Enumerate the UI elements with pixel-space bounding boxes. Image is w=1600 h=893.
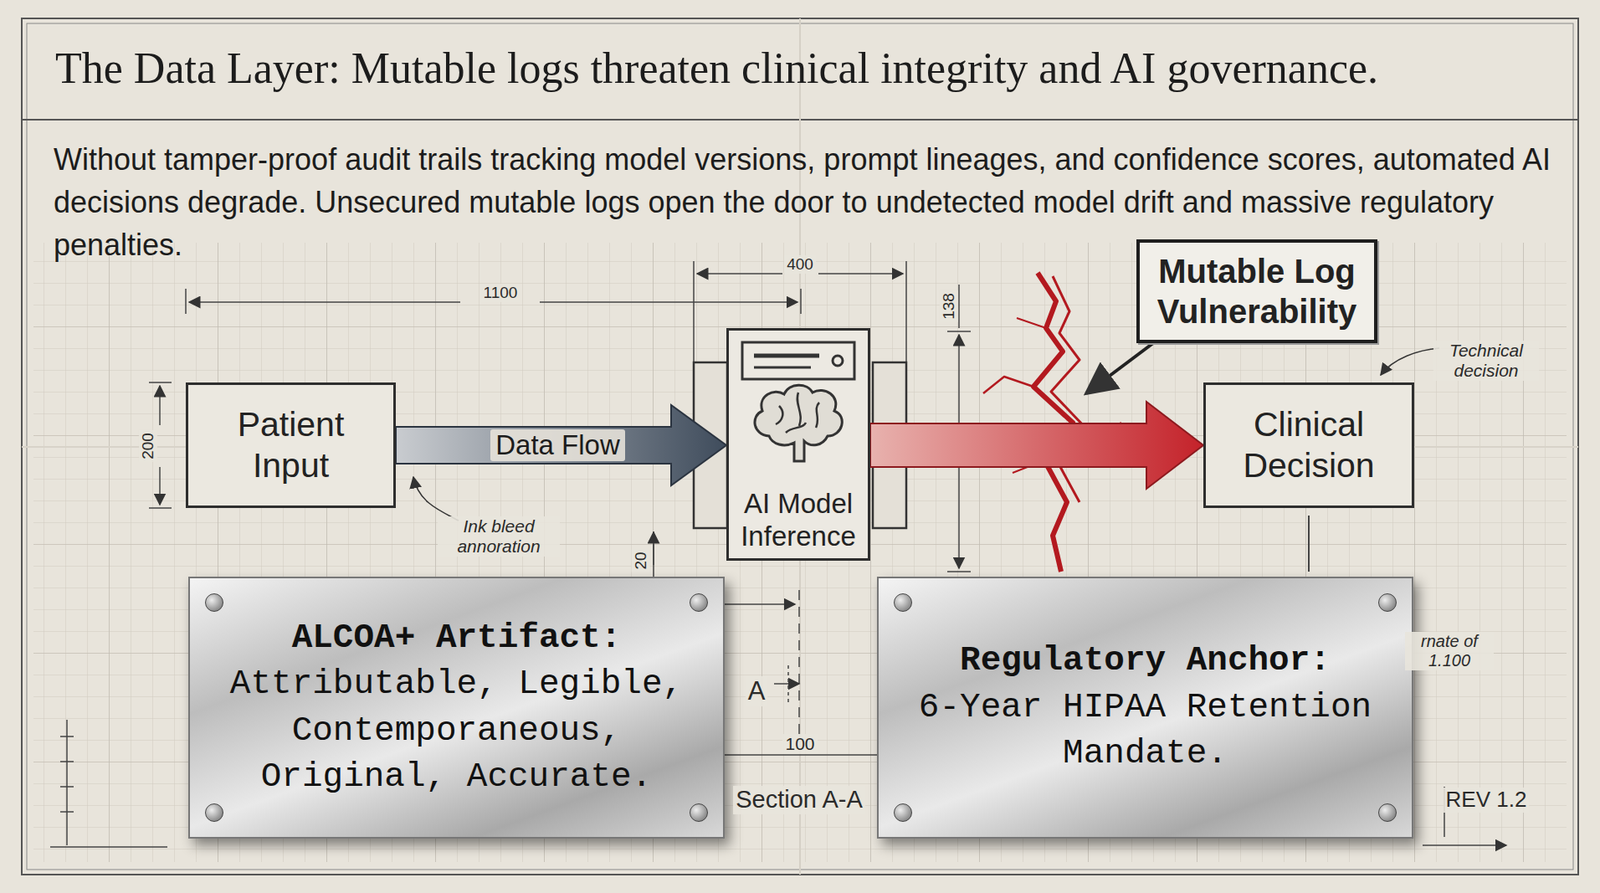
callout-box: Mutable Log Vulnerability — [1136, 239, 1378, 344]
plate-heading: ALCOA+ Artifact: — [292, 615, 622, 662]
node-label: Clinical Decision — [1217, 404, 1400, 487]
annotation: Section A-A — [733, 785, 866, 814]
annotation: rnate of 1.100 — [1405, 631, 1494, 671]
node-label: AI Model Inference — [735, 487, 862, 554]
dimension-value: 1100 — [481, 283, 521, 303]
flow-arrow — [870, 401, 1204, 489]
process-box: Patient Input — [185, 382, 396, 508]
dimension-value: 138 — [939, 290, 959, 323]
annotation: Technical decision — [1433, 340, 1539, 381]
annotation: REV 1.2 — [1443, 787, 1530, 813]
model-icon — [735, 335, 862, 478]
dimension-value: 20 — [631, 548, 651, 572]
screw — [205, 803, 224, 822]
log-crack — [983, 272, 1122, 572]
dimension-line — [50, 261, 1507, 847]
node-label: Patient Input — [200, 404, 382, 487]
plate-body: Attributable, Legible, Contemporaneous, … — [223, 661, 690, 800]
dimension-value: 200 — [138, 430, 158, 462]
screw — [1378, 593, 1397, 612]
plate-body: 6-Year HIPAA Retention Mandate. — [912, 684, 1379, 778]
callout-arrow — [1086, 343, 1154, 394]
screw — [1378, 803, 1397, 822]
plate-heading: Regulatory Anchor: — [959, 637, 1331, 684]
screw — [893, 803, 913, 822]
inner-frame — [26, 23, 1574, 870]
node-label: Mutable Log Vulnerability — [1153, 251, 1361, 332]
dimension-value: 400 — [784, 255, 816, 274]
flow-arrow — [395, 405, 727, 486]
screw — [893, 593, 913, 612]
model-box: AI Model Inference — [726, 328, 871, 561]
outer-frame — [21, 18, 1579, 875]
annotation: A — [745, 676, 769, 707]
screw — [689, 803, 708, 822]
leader-line — [413, 476, 459, 521]
dimension-value: 100 — [782, 733, 817, 754]
title: The Data Layer: Mutable logs threaten cl… — [55, 43, 1379, 93]
screw — [205, 593, 224, 612]
process-box: Clinical Decision — [1203, 382, 1415, 508]
leader-line — [1380, 348, 1440, 375]
annotation: Ink bleed annoration — [437, 516, 560, 557]
screw — [689, 593, 708, 612]
metal-plate: Regulatory Anchor:6-Year HIPAA Retention… — [876, 576, 1414, 839]
edge-label: Data Flow — [490, 429, 626, 462]
metal-plate: ALCOA+ Artifact:Attributable, Legible, C… — [188, 576, 725, 839]
